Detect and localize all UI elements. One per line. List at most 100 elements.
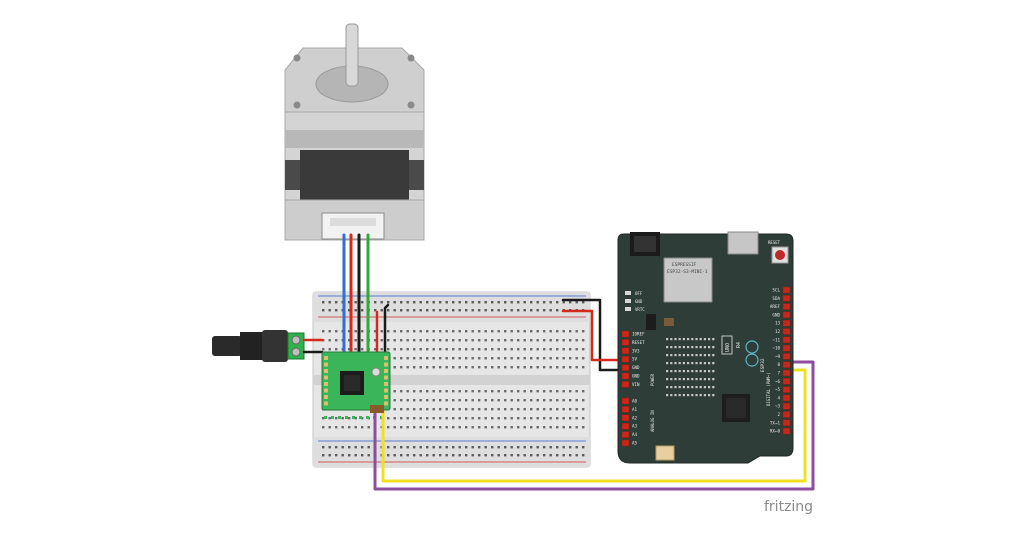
breadboard-hole [426,348,429,351]
header-pin[interactable] [782,361,791,368]
breadboard-hole [497,366,500,369]
breadboard-hole [517,417,520,420]
fritzing-watermark: fritzing [764,499,813,515]
breadboard-hole [322,417,325,420]
wire-rail-red [561,309,627,362]
header-pin[interactable] [621,372,630,380]
breadboard-hole [562,446,565,449]
header-pin[interactable] [621,381,630,388]
breadboard-hole [380,348,383,351]
breadboard-hole [582,339,585,342]
breadboard-hole [523,426,526,429]
breadboard-hole [445,357,448,360]
breadboard-hole [465,330,468,333]
breadboard-hole [478,309,481,312]
header-pin[interactable] [782,286,791,294]
header-pin[interactable] [621,414,630,422]
pin-label: RX←0 [770,429,781,434]
breadboard-hole [491,348,494,351]
header-pin[interactable] [782,419,791,427]
breadboard-hole [361,330,364,333]
led-pixel [695,354,698,357]
header-pin[interactable] [782,427,791,435]
header-pin[interactable] [782,319,791,327]
breadboard-hole [478,454,481,457]
breadboard-hole [465,417,468,420]
breadboard-hole [530,399,533,402]
header-pin[interactable] [621,422,630,430]
header-pin[interactable] [621,355,630,363]
header-pin[interactable] [621,439,630,447]
led-pixel [703,386,706,389]
breadboard-hole [517,330,520,333]
header-pin[interactable] [782,402,791,410]
header-pin[interactable] [621,431,630,438]
driver-pin [384,375,388,380]
breadboard-hole [439,408,442,411]
header-pin[interactable] [782,311,791,319]
breadboard-hole [510,357,513,360]
led-pixel [699,346,702,349]
header-pin[interactable] [782,328,791,335]
breadboard-hole [478,366,481,369]
led-pixel [666,378,669,381]
header-pin[interactable] [782,369,791,377]
header-pin[interactable] [782,394,791,402]
pad [625,299,631,303]
header-pin[interactable] [621,397,630,405]
led-pixel [695,338,698,341]
header-pin[interactable] [782,344,791,352]
breadboard-hole [517,366,520,369]
header-pin[interactable] [782,336,791,344]
pin-label: 5V [632,357,638,362]
breadboard-hole [536,390,539,393]
header-pin[interactable] [782,411,791,418]
breadboard-hole [445,417,448,420]
header-pin[interactable] [782,378,791,385]
breadboard-hole [471,330,474,333]
breadboard-hole [452,309,455,312]
breadboard-hole [510,366,513,369]
header-pin[interactable] [621,364,630,371]
breadboard-hole [504,366,507,369]
led-pixel [699,378,702,381]
breadboard-hole [484,408,487,411]
driver-pin [384,369,388,373]
breadboard-hole [400,301,403,304]
breadboard-hole [523,339,526,342]
header-pin[interactable] [782,386,791,393]
pin-label: SCL [772,288,780,293]
header-pin[interactable] [782,295,791,302]
breadboard-hole [406,426,409,429]
led-pixel [703,354,706,357]
breadboard-hole [426,309,429,312]
pin-label: 2 [777,412,780,417]
breadboard-hole [478,417,481,420]
header-pin[interactable] [621,330,630,338]
breadboard-hole [393,399,396,402]
breadboard-hole [458,339,461,342]
header-pin[interactable] [782,353,791,360]
header-pin[interactable] [621,347,630,355]
breadboard-hole [569,357,572,360]
breadboard-hole [543,309,546,312]
led-pixel [695,362,698,365]
breadboard-hole [445,330,448,333]
breadboard-hole [491,390,494,393]
breadboard-hole [400,357,403,360]
breadboard-hole [517,426,520,429]
breadboard-hole [458,309,461,312]
breadboard-hole [374,348,377,351]
header-pin[interactable] [621,339,630,346]
breadboard-hole [374,301,377,304]
breadboard-hole [465,399,468,402]
breadboard-hole [393,301,396,304]
breadboard-hole [452,348,455,351]
breadboard-hole [335,339,338,342]
breadboard-hole [452,408,455,411]
led-pixel [674,362,677,365]
header-pin[interactable] [621,406,630,413]
header-pin[interactable] [782,303,791,310]
breadboard-hole [465,339,468,342]
breadboard-hole [536,399,539,402]
